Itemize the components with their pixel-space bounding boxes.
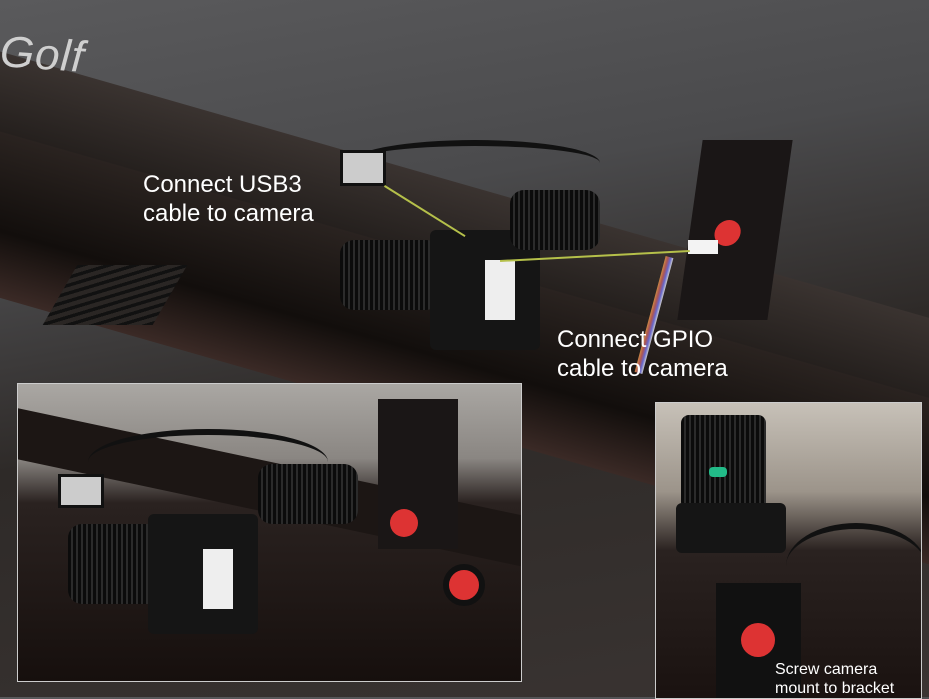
usb3-cable — [350, 140, 600, 186]
gpio-connector — [688, 240, 718, 254]
annotation-line: cable to camera — [143, 200, 314, 227]
usb3-annotation: Connect USB3 cable to camera — [143, 170, 314, 228]
annotation-line: mount to bracket — [775, 680, 895, 697]
inset-bracket — [378, 399, 458, 549]
screw-annotation: Screw camera mount to bracket — [775, 660, 894, 698]
inset-camera-body — [148, 514, 258, 634]
brand-logo: Golf — [0, 27, 87, 82]
usb3-connector — [340, 150, 386, 186]
inset-right-lens — [681, 415, 766, 510]
rear-lens — [510, 190, 600, 250]
inset-photo-left — [17, 383, 522, 682]
inset-screw — [443, 564, 485, 606]
annotation-line: Screw camera — [775, 661, 878, 678]
gpio-annotation: Connect GPIO cable to camera — [557, 325, 728, 383]
inset-photo-right — [655, 402, 922, 699]
annotation-line: cable to camera — [557, 355, 728, 382]
main-camera — [330, 140, 610, 370]
camera-body — [430, 230, 540, 350]
annotation-line: Connect GPIO — [557, 326, 714, 353]
camera-lens — [340, 240, 440, 310]
annotation-line: Connect USB3 — [143, 171, 302, 198]
